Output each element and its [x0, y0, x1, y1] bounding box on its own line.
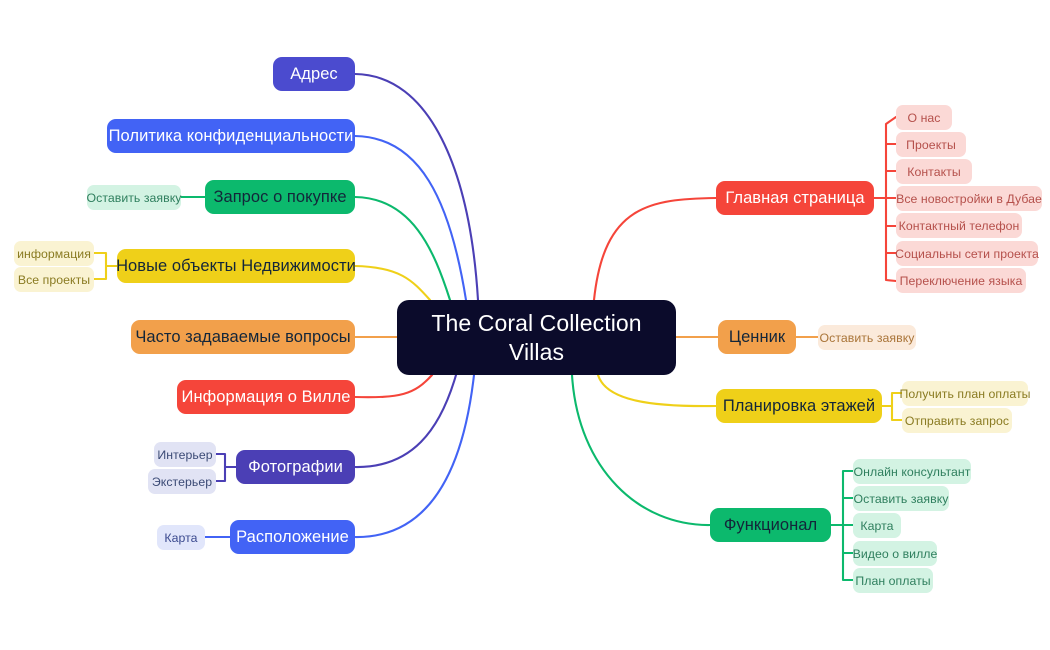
leaf-functionality-1[interactable]: Оставить заявку	[853, 486, 949, 511]
edge-location	[353, 373, 476, 539]
edge-functionality	[570, 373, 712, 527]
branch-villa-information[interactable]: Информация о Вилле	[177, 380, 355, 414]
leaf-label: Контакты	[907, 164, 961, 179]
branch-purchase-request[interactable]: Запрос о покупке	[205, 180, 355, 214]
branch-label: Планировка этажей	[722, 396, 876, 415]
leaf-label: План оплаты	[855, 573, 931, 588]
leaf-trunk-functionality	[829, 469, 855, 582]
branch-label: Политика конфиденциальности	[108, 126, 354, 145]
edge-new-properties	[353, 264, 432, 302]
leaf-location-0[interactable]: Карта	[157, 525, 205, 550]
branch-floor-plans[interactable]: Планировка этажей	[716, 389, 882, 423]
leaf-functionality-2[interactable]: Карта	[853, 513, 901, 538]
branch-location[interactable]: Расположение	[230, 520, 355, 554]
leaf-functionality-4[interactable]: План оплаты	[853, 568, 933, 593]
leaf-photos-1[interactable]: Экстерьер	[148, 469, 216, 494]
leaf-home-page-4[interactable]: Контактный телефон	[896, 213, 1022, 238]
leaf-functionality-3[interactable]: Видео о вилле	[853, 541, 937, 566]
leaf-label: Карта	[860, 518, 894, 533]
leaf-label: Контактный телефон	[898, 218, 1020, 233]
leaf-label: Получить план оплаты	[899, 386, 1031, 401]
branch-functionality[interactable]: Функционал	[710, 508, 831, 542]
leaf-label: Оставить заявку	[853, 491, 949, 506]
branch-label: Информация о Вилле	[181, 387, 351, 406]
branch-label: Новые объекты Недвижимости	[116, 256, 356, 275]
leaf-new-properties-0[interactable]: информация	[14, 241, 94, 266]
leaf-home-page-0[interactable]: О нас	[896, 105, 952, 130]
branch-faq[interactable]: Часто задаваемые вопросы	[131, 320, 355, 354]
branch-label: Фотографии	[248, 457, 343, 476]
edge-privacy-policy	[353, 134, 468, 302]
leaf-edge-photos	[213, 452, 239, 483]
edge-address	[353, 72, 480, 302]
leaf-home-page-6[interactable]: Переключение языка	[896, 268, 1026, 293]
branch-label: Запрос о покупке	[213, 187, 347, 206]
edge-villa-information	[353, 373, 434, 399]
leaf-label: Видео о вилле	[852, 546, 938, 561]
leaf-floor-plans-1[interactable]: Отправить запрос	[902, 408, 1012, 433]
leaf-label: Отправить запрос	[904, 413, 1010, 428]
branch-label: Ценник	[728, 327, 786, 346]
leaf-label: информация	[17, 246, 91, 261]
leaf-home-page-2[interactable]: Контакты	[896, 159, 972, 184]
leaf-home-page-1[interactable]: Проекты	[896, 132, 966, 157]
leaf-label: Социальны сети проекта	[895, 246, 1039, 261]
leaf-label: Все проекты	[17, 272, 91, 287]
branch-new-properties[interactable]: Новые объекты Недвижимости	[116, 249, 356, 283]
branch-label: Главная страница	[725, 188, 865, 207]
root-title-line2: Villas	[508, 338, 565, 365]
leaf-label: Переключение языка	[899, 273, 1023, 288]
leaf-home-page-3[interactable]: Все новостройки в Дубае	[896, 186, 1042, 211]
edge-purchase-request	[353, 195, 452, 302]
leaf-label: Интерьер	[157, 447, 213, 462]
edge-floor-plans	[596, 373, 718, 408]
leaf-label: Экстерьер	[151, 474, 213, 489]
branch-label: Адрес	[290, 64, 338, 83]
leaf-label: Проекты	[906, 137, 956, 152]
leaf-label: Онлайн консультант	[853, 464, 971, 479]
leaf-label: О нас	[907, 110, 941, 125]
leaf-price-list-0[interactable]: Оставить заявку	[818, 325, 916, 350]
root-node[interactable]: The Coral Collection Villas	[397, 300, 676, 375]
edge-home-page	[592, 196, 718, 302]
leaf-label: Все новостройки в Дубае	[896, 191, 1042, 206]
leaf-photos-0[interactable]: Интерьер	[154, 442, 216, 467]
branch-privacy-policy[interactable]: Политика конфиденциальности	[107, 119, 355, 153]
leaf-label: Карта	[164, 530, 198, 545]
branch-address[interactable]: Адрес	[273, 57, 355, 91]
branch-label: Функционал	[723, 515, 818, 534]
edge-photos	[353, 373, 458, 469]
branch-label: Расположение	[236, 527, 349, 546]
leaf-functionality-0[interactable]: Онлайн консультант	[853, 459, 971, 484]
leaf-trunk-new-properties	[92, 251, 120, 281]
leaf-purchase-request-0[interactable]: Оставить заявку	[87, 185, 181, 210]
branch-photos[interactable]: Фотографии	[236, 450, 355, 484]
leaf-home-page-5[interactable]: Социальны сети проекта	[895, 241, 1039, 266]
leaf-label: Оставить заявку	[86, 190, 182, 205]
root-title-line1: The Coral Collection	[431, 310, 642, 337]
leaf-floor-plans-0[interactable]: Получить план оплаты	[899, 381, 1031, 406]
leaf-new-properties-1[interactable]: Все проекты	[14, 267, 94, 292]
leaf-trunk-home-page	[872, 115, 898, 283]
branch-label: Часто задаваемые вопросы	[135, 327, 351, 346]
leaf-label: Оставить заявку	[819, 330, 915, 345]
branch-price-list[interactable]: Ценник	[718, 320, 796, 354]
branch-home-page[interactable]: Главная страница	[716, 181, 874, 215]
